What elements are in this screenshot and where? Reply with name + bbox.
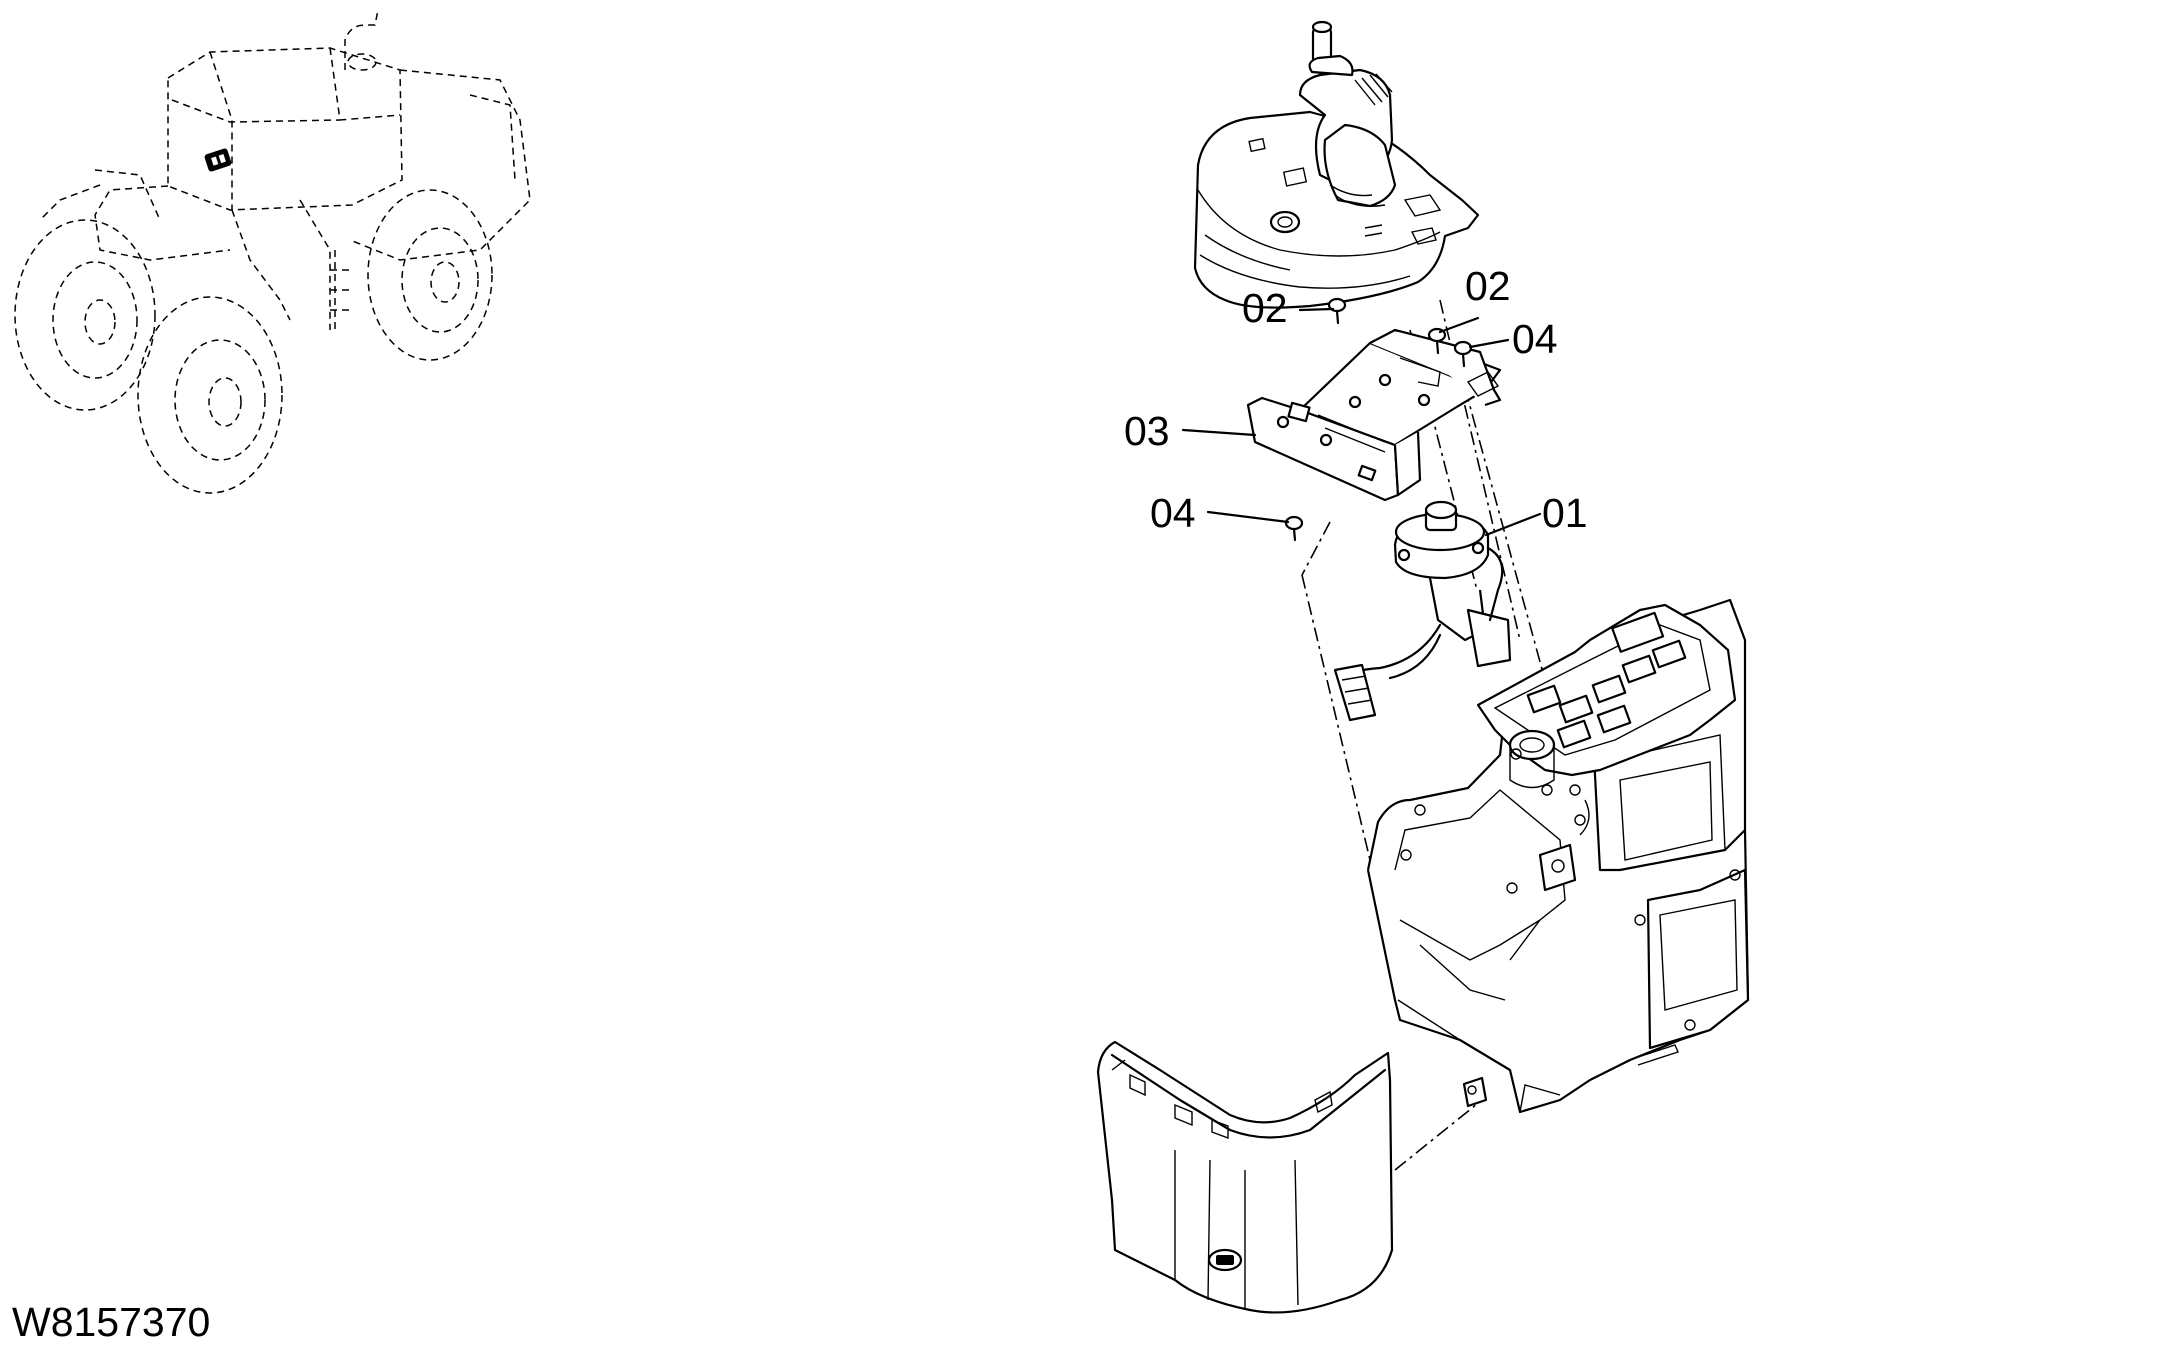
leader-lines	[1181, 307, 1542, 537]
joystick-module-01	[1333, 500, 1512, 722]
machine-locator-illustration	[14, 9, 531, 494]
lower-console-cover	[1096, 1040, 1394, 1314]
callout-04a: 04	[1512, 316, 1558, 362]
console-housing	[1366, 598, 1750, 1114]
callout-03: 03	[1124, 408, 1170, 454]
callout-labels: 02 02 04 03 04 01	[1124, 263, 1588, 536]
mounting-bracket-03	[1246, 328, 1502, 502]
screw-04a	[1453, 340, 1473, 368]
callout-01: 01	[1542, 490, 1588, 536]
joystick-cover-assembly	[1193, 20, 1480, 309]
callout-02b: 02	[1465, 263, 1511, 309]
callout-02a: 02	[1242, 285, 1288, 331]
drawing-id: W8157370	[12, 1299, 210, 1345]
screw-04b	[1284, 515, 1304, 542]
callout-04b: 04	[1150, 490, 1196, 536]
screw-02a	[1327, 297, 1347, 325]
